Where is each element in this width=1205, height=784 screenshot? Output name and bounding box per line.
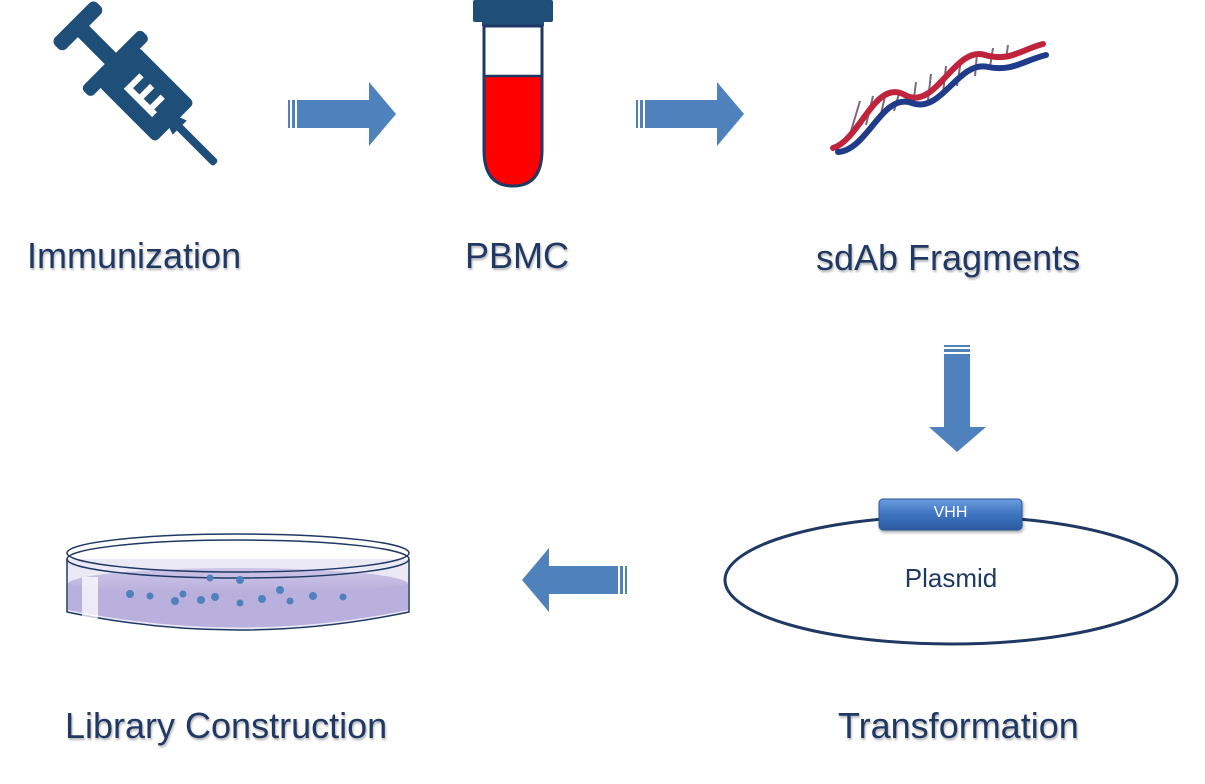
blood-tube-icon <box>473 0 553 188</box>
label-immunization: Immunization <box>27 235 242 276</box>
arrow-transformation-to-library <box>522 548 627 612</box>
label-pbmc: PBMC <box>465 235 570 276</box>
vhh-insert-label: VHH <box>933 504 968 521</box>
label-transformation: Transformation <box>838 705 1079 746</box>
arrow-pbmc-to-fragments <box>636 82 744 146</box>
arrow-fragments-to-transformation <box>929 345 986 452</box>
petri-dish-icon <box>66 533 410 631</box>
dna-helix-icon <box>830 41 1049 155</box>
plasmid-icon <box>723 498 1179 646</box>
plasmid-label: Plasmid <box>904 563 998 593</box>
label-sdab-fragments: sdAb Fragments <box>816 237 1081 278</box>
arrow-immunization-to-pbmc <box>288 82 396 146</box>
label-library-construction: Library Construction <box>65 705 388 746</box>
syringe-icon <box>53 1 218 166</box>
